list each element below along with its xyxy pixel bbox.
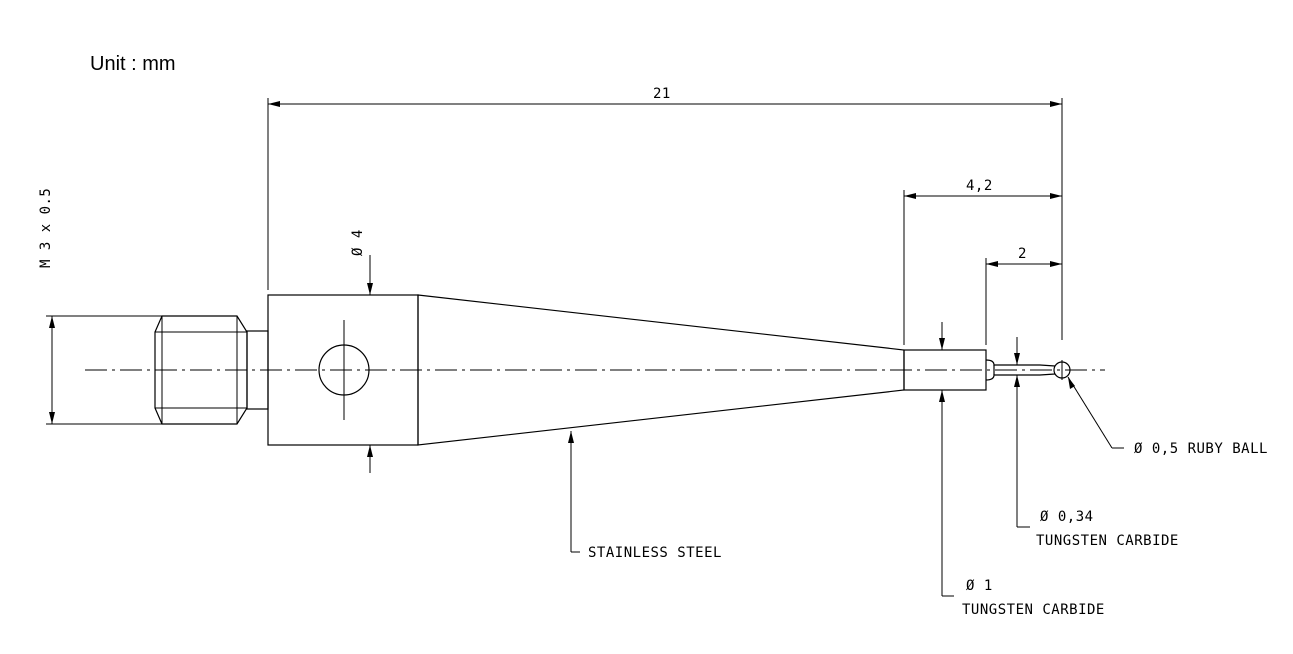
ruby-ball-label: Ø 0,5 RUBY BALL: [1134, 441, 1268, 457]
overall-length-dimension: 21: [267, 86, 1063, 340]
carbide-stem: [985, 359, 1056, 381]
body-material-label: STAINLESS STEEL: [588, 545, 722, 561]
shaft-diameter-dimension: Ø 1 TUNGSTEN CARBIDE: [939, 322, 1105, 618]
thread-section: [154, 315, 269, 425]
tip-length-label: 4,2: [966, 178, 993, 194]
thread-spec-label: M 3 x 0.5: [38, 188, 54, 268]
stem-length-dimension: 2: [985, 246, 1062, 345]
ruby-ball-leader: Ø 0,5 RUBY BALL: [1067, 376, 1268, 457]
thread-dimension: M 3 x 0.5: [38, 188, 162, 425]
unit-label: Unit : mm: [90, 53, 176, 75]
tip-length-dimension: 4,2: [903, 178, 1062, 345]
stem-diameter-dimension: Ø 0,34 TUNGSTEN CARBIDE: [1014, 337, 1179, 549]
ruby-ball: [1053, 360, 1071, 380]
shaft-diameter-label: Ø 1: [966, 578, 993, 594]
stem-diameter-label: Ø 0,34: [1040, 509, 1094, 525]
body-diameter-label: Ø 4: [350, 229, 366, 256]
carbide-shaft: [903, 349, 987, 391]
body-diameter-dimension: Ø 4: [350, 229, 373, 473]
body-material-leader: STAINLESS STEEL: [568, 431, 722, 561]
stem-length-label: 2: [1018, 246, 1027, 262]
stem-material-label: TUNGSTEN CARBIDE: [1036, 533, 1179, 549]
shaft-material-label: TUNGSTEN CARBIDE: [962, 602, 1105, 618]
overall-length-label: 21: [653, 86, 671, 102]
